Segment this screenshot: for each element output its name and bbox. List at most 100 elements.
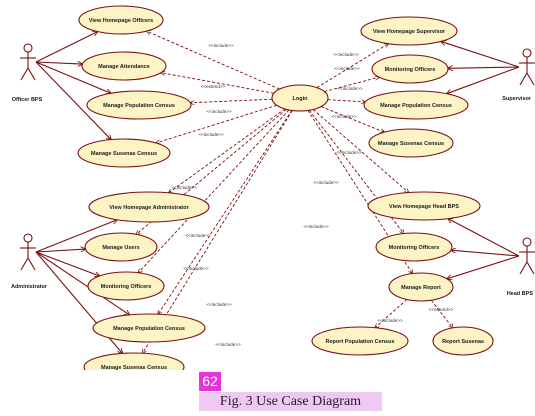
include-label: <<include>> bbox=[313, 180, 339, 185]
include-label: <<include>> bbox=[377, 318, 403, 323]
association-officer-uc4 bbox=[35, 61, 111, 140]
use-case-label: Manage Susenas Census bbox=[101, 365, 167, 370]
use-case-shape bbox=[388, 272, 454, 302]
association-head-uc14 bbox=[448, 219, 520, 257]
actor-leg-right bbox=[526, 261, 535, 275]
use-case-shape bbox=[92, 313, 206, 343]
use-case-uc2: Manage Attendance bbox=[81, 51, 167, 81]
use-case-shape bbox=[84, 232, 158, 262]
use-case-uc17: Report Population Census bbox=[311, 326, 409, 356]
extend-uc16-uc18 bbox=[430, 299, 452, 328]
actor-label: Officer BPS bbox=[12, 97, 43, 103]
use-case-uc9: View Homepage Administrator bbox=[88, 191, 210, 223]
include-label: <<include>> bbox=[183, 266, 209, 271]
association-supervisor-uc5 bbox=[441, 41, 520, 68]
association-admin-uc9 bbox=[35, 220, 117, 253]
use-case-shape bbox=[432, 326, 494, 356]
actor-leg-right bbox=[526, 72, 535, 86]
include-label: <<include>> bbox=[303, 224, 329, 229]
include-login-uc9 bbox=[169, 108, 286, 193]
association-supervisor-uc7 bbox=[447, 66, 520, 94]
include-login-uc5 bbox=[316, 44, 389, 89]
use-case-shape bbox=[360, 16, 458, 46]
include-label: <<include>> bbox=[185, 233, 211, 238]
use-case-label: Login bbox=[293, 96, 309, 102]
actor-leg-left bbox=[20, 257, 29, 271]
use-case-uc10: Manage Users bbox=[84, 232, 158, 262]
include-label: <<include>> bbox=[336, 150, 362, 155]
use-case-shape bbox=[87, 271, 165, 301]
use-case-uc11: Monitoring Officers bbox=[87, 271, 165, 301]
use-case-shape bbox=[371, 54, 449, 84]
use-case-label: View Homepage Officers bbox=[89, 18, 153, 24]
use-case-uc14: View Homepage Head BPS bbox=[367, 191, 481, 221]
use-case-label: Report Susenas bbox=[442, 339, 484, 345]
association-head-uc15 bbox=[451, 250, 520, 257]
include-login-uc14 bbox=[312, 109, 408, 192]
actor-head: Head BPS bbox=[507, 237, 535, 297]
include-label: <<include>> bbox=[333, 52, 359, 57]
use-case-label: Manage Population Census bbox=[103, 103, 175, 109]
include-login-uc11 bbox=[138, 109, 290, 273]
use-case-label: Monitoring Officers bbox=[389, 245, 440, 251]
use-case-label: Manage Population Census bbox=[113, 326, 185, 332]
use-case-uc1: View Homepage Officers bbox=[78, 5, 164, 35]
use-case-label: Manage Susenas Census bbox=[378, 141, 444, 147]
use-case-shape bbox=[86, 90, 192, 120]
actor-head-icon bbox=[23, 43, 33, 53]
use-case-uc3: Manage Population Census bbox=[86, 90, 192, 120]
include-label: <<include>> bbox=[334, 66, 360, 71]
relation-labels: <<include>> <<extend>> <<include>> <<includ… bbox=[171, 43, 453, 347]
use-case-shape bbox=[77, 138, 171, 168]
use-case-shape bbox=[368, 128, 454, 158]
association-admin-uc10 bbox=[35, 249, 85, 253]
use-case-uc7: Manage Population Census bbox=[363, 90, 469, 120]
include-login-uc3 bbox=[190, 98, 273, 103]
actor-leg-left bbox=[519, 261, 528, 275]
use-case-label: Manage Population Census bbox=[380, 103, 452, 109]
use-case-label: Manage Report bbox=[401, 285, 441, 291]
use-case-shape bbox=[81, 51, 167, 81]
include-label: <<include>> bbox=[337, 86, 363, 91]
include-uc16-uc17 bbox=[375, 299, 408, 328]
actor-label: Head BPS bbox=[507, 291, 534, 297]
actor-leg-left bbox=[20, 67, 29, 81]
include-login-uc12 bbox=[158, 110, 293, 314]
association-admin-uc11 bbox=[35, 251, 99, 276]
include-label: <<include>> bbox=[206, 109, 232, 114]
use-case-uc15: Monitoring Officers bbox=[375, 232, 453, 262]
extend-label: <<extend>> bbox=[201, 84, 226, 89]
use-case-label: Manage Users bbox=[102, 245, 139, 251]
include-label: <<include>> bbox=[171, 185, 197, 190]
use-case-login: Login bbox=[271, 84, 329, 112]
actor-label: Administrator bbox=[11, 284, 48, 290]
use-case-label: Monitoring Officers bbox=[385, 67, 436, 73]
actor-supervisor: Supervisor bbox=[502, 48, 535, 102]
include-login-uc8 bbox=[320, 106, 384, 133]
use-case-label: Manage Susenas Census bbox=[91, 151, 157, 157]
association-admin-uc12 bbox=[35, 251, 129, 315]
association-officer-uc2 bbox=[35, 62, 82, 64]
use-case-label: View Homepage Administrator bbox=[109, 205, 189, 211]
use-case-uc6: Monitoring Officers bbox=[371, 54, 449, 84]
association-officer-uc3 bbox=[35, 61, 111, 93]
actor-head-icon bbox=[23, 233, 33, 243]
use-case-shape bbox=[271, 84, 329, 112]
use-case-uc5: View Homepage Supervisor bbox=[360, 16, 458, 46]
include-login-uc4 bbox=[156, 104, 277, 143]
use-case-shape bbox=[78, 5, 164, 35]
use-case-label: Report Population Census bbox=[325, 339, 394, 345]
include-label: <<include>> bbox=[331, 114, 357, 119]
actor-head-icon bbox=[522, 48, 532, 58]
use-case-shape bbox=[88, 191, 210, 223]
actor-leg-right bbox=[27, 67, 36, 81]
use-case-uc16: Manage Report bbox=[388, 272, 454, 302]
actor-leg-right bbox=[27, 257, 36, 271]
use-case-uc13: Manage Susenas Census bbox=[83, 352, 185, 370]
include-login-uc13 bbox=[143, 110, 293, 353]
association-supervisor-uc6 bbox=[448, 67, 520, 68]
use-case-uc12: Manage Population Census bbox=[92, 313, 206, 343]
use-case-uc8: Manage Susenas Census bbox=[368, 128, 454, 158]
